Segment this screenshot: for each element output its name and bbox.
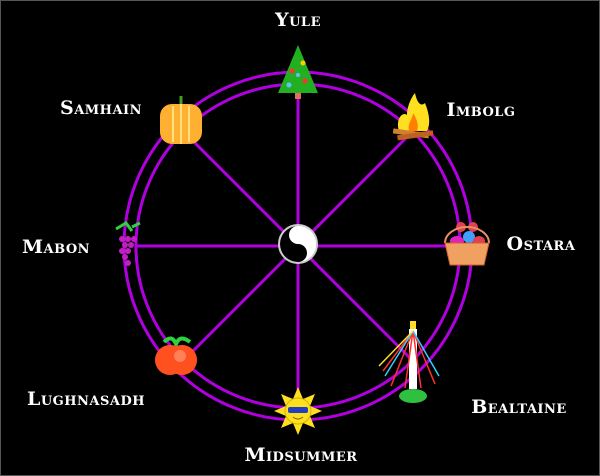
sun-icon [274,387,322,435]
egg-basket-icon [444,222,490,266]
maypole-icon [378,321,440,403]
label-midsummer: Midsummer [244,444,358,466]
label-samhain: Samhain [59,97,143,119]
bonfire-icon [392,93,434,141]
label-mabon: Mabon [21,236,91,258]
yin-yang-icon [278,224,318,264]
pumpkin-icon [160,96,202,144]
christmas-tree-icon [278,45,318,99]
label-bealtaine: Bealtaine [471,396,567,418]
label-ostara: Ostara [506,233,576,255]
grapes-icon [115,221,141,266]
label-lughnasadh: Lughnasadh [26,388,146,410]
label-yule: Yule [275,9,321,31]
apple-icon [155,336,197,375]
label-imbolg: Imbolg [446,99,516,121]
